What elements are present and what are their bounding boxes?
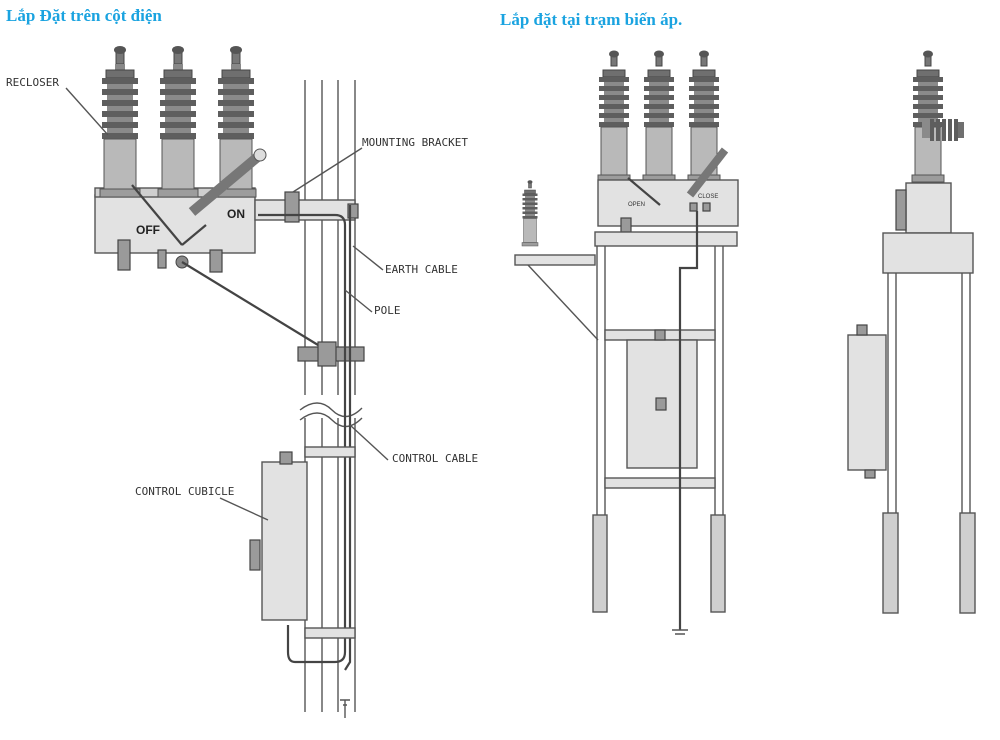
pole-label: POLE <box>374 304 401 317</box>
control-cable-label: CONTROL CABLE <box>392 452 478 465</box>
close-label: CLOSE <box>698 194 718 200</box>
mounting-bracket-label: MOUNTING BRACKET <box>362 136 468 149</box>
control-cubicle-label: CONTROL CUBICLE <box>135 485 234 498</box>
earth-cable <box>340 205 352 718</box>
on-label: ON <box>227 207 245 221</box>
off-label: OFF <box>136 223 160 237</box>
open-label: OPEN <box>628 202 645 208</box>
recloser-unit: OFF ON <box>94 45 267 273</box>
pole-mounting-view: OFF ON RECLOS <box>6 45 478 718</box>
control-cable <box>258 213 347 664</box>
heading-pole-mounting: Lắp Đặt trên cột điện <box>6 6 162 25</box>
control-cubicle <box>249 446 356 639</box>
earth-cable-label: EARTH CABLE <box>385 263 458 276</box>
substation-side-view <box>847 50 976 614</box>
pole <box>299 80 363 712</box>
substation-front-view: OPEN CLOSE <box>514 50 739 635</box>
recloser-label: RECLOSER <box>6 76 59 89</box>
heading-substation-mounting: Lắp đặt tại trạm biến áp. <box>500 10 683 29</box>
